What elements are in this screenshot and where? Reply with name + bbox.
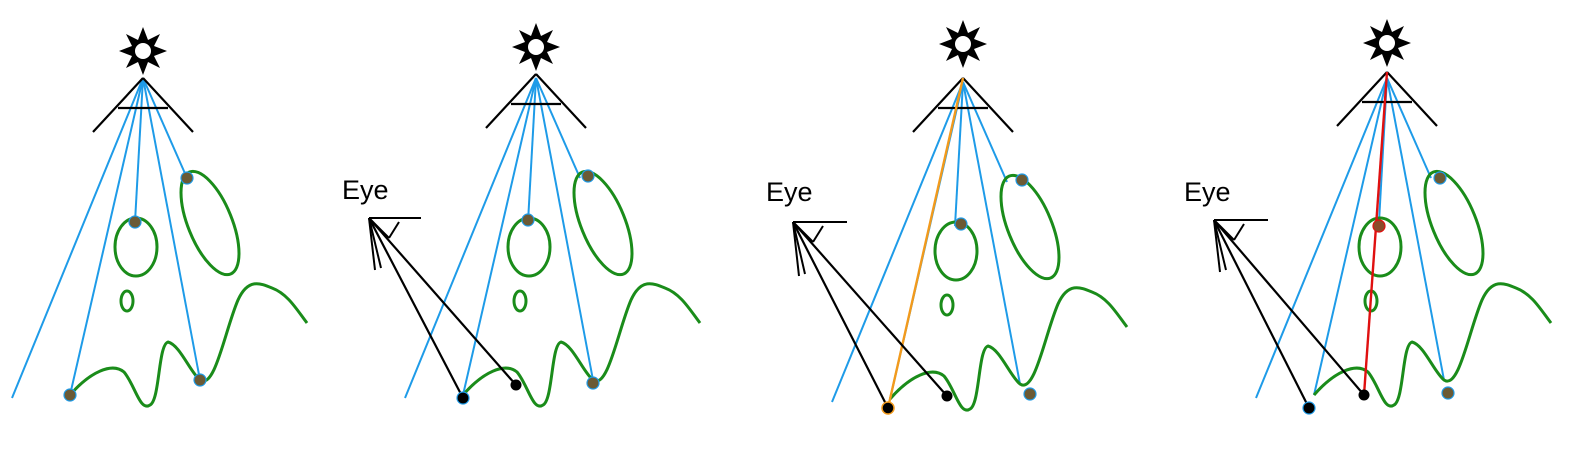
eye-camera-icon <box>792 221 847 277</box>
light-path-vertices <box>1433 171 1455 400</box>
panel-1-photon-tracing <box>11 27 309 408</box>
scene-geometry <box>68 162 309 408</box>
light-path-vertices <box>63 171 207 402</box>
star-light-icon <box>1363 19 1411 67</box>
eye-camera-icon <box>368 217 421 271</box>
connection-orange <box>886 77 965 409</box>
panel-4-connect-red: Eye <box>1184 19 1553 415</box>
eye-label: Eye <box>766 177 813 207</box>
eye-path-rays <box>1213 219 1365 409</box>
star-light-icon <box>119 27 167 75</box>
red-connection-vertex <box>1372 219 1386 233</box>
eye-path-vertices <box>456 379 522 405</box>
light-rays <box>11 77 201 399</box>
light-rays <box>1255 77 1445 399</box>
scene-geometry <box>888 166 1129 412</box>
eye-path-rays <box>792 221 948 409</box>
eye-path-vertices <box>1302 389 1370 415</box>
light-path-vertices <box>521 169 600 390</box>
scene-geometry <box>461 162 702 408</box>
panel-2-eye-path: Eye <box>342 23 702 408</box>
eye-label: Eye <box>1184 177 1231 207</box>
eye-path-rays <box>368 217 517 399</box>
light-path-vertices <box>954 173 1037 401</box>
scene-geometry <box>1312 162 1553 408</box>
star-light-icon <box>939 20 987 68</box>
panel-3-connect-orange: Eye <box>766 20 1129 415</box>
eye-label: Eye <box>342 175 389 205</box>
light-rays <box>404 77 594 399</box>
eye-path-vertices <box>881 390 953 415</box>
star-light-icon <box>512 23 560 71</box>
connection-red <box>1362 71 1389 396</box>
